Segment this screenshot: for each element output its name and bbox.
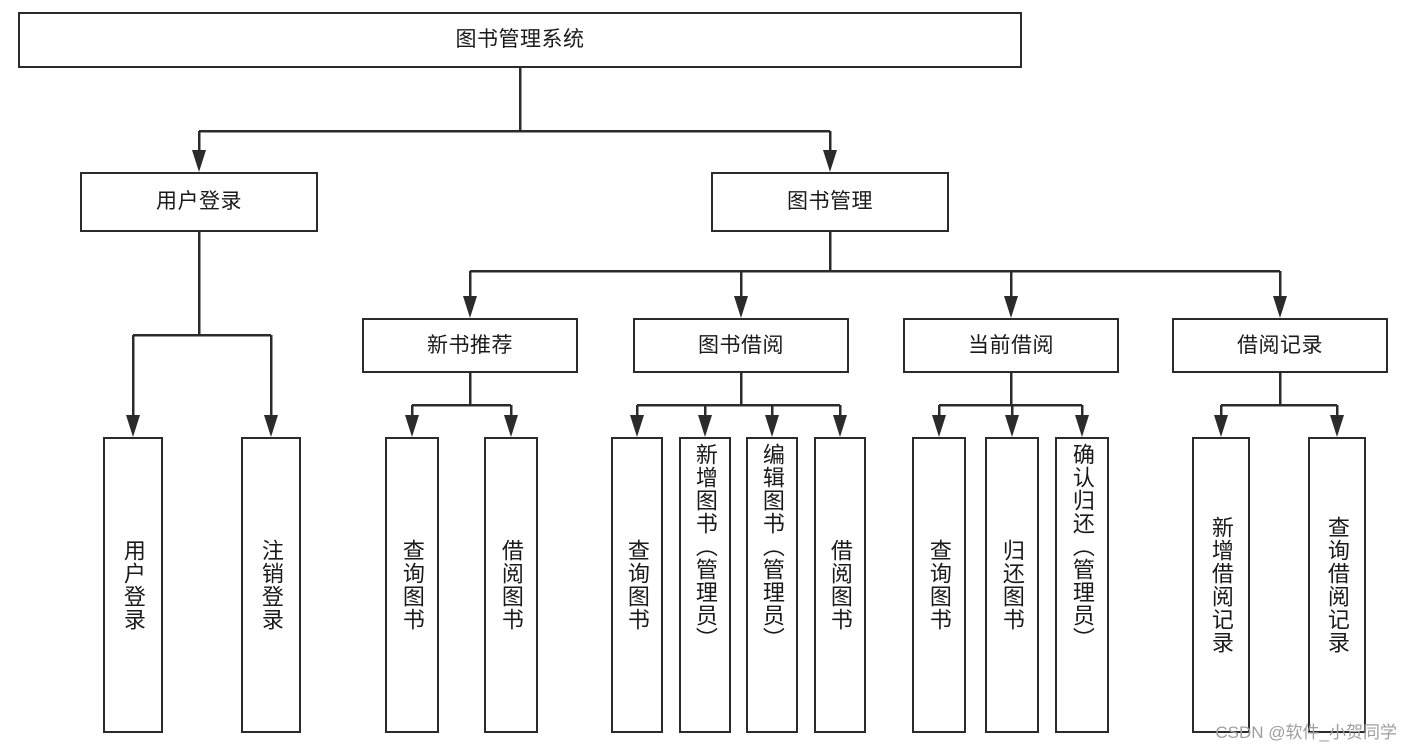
node-label-book-manage: 图书管理 — [787, 190, 873, 214]
node-label-new-book-rec: 新书推荐 — [427, 333, 513, 357]
node-book-borrow[interactable]: 图书借阅 — [633, 318, 849, 373]
arrowhead-leaf-borrow-book — [833, 415, 847, 437]
node-leaf-logout[interactable]: 注销登录 — [241, 437, 301, 733]
node-label-borrow-record: 借阅记录 — [1237, 333, 1323, 357]
node-label-leaf-logout: 注销登录 — [258, 539, 284, 631]
node-leaf-query-book-rec[interactable]: 查询图书 — [385, 437, 439, 733]
arrowhead-leaf-add-record — [1214, 415, 1228, 437]
node-leaf-query-record[interactable]: 查询借阅记录 — [1308, 437, 1366, 733]
node-label-leaf-add-book: 新增图书（管理员） — [692, 443, 718, 650]
arrowhead-leaf-return-book — [1005, 415, 1019, 437]
arrowhead-user-login — [192, 150, 206, 172]
arrowhead-leaf-confirm-return — [1075, 415, 1089, 437]
node-new-book-rec[interactable]: 新书推荐 — [362, 318, 578, 373]
node-label-leaf-user-login: 用户登录 — [120, 539, 146, 631]
node-leaf-add-book[interactable]: 新增图书（管理员） — [679, 437, 731, 733]
node-leaf-add-record[interactable]: 新增借阅记录 — [1192, 437, 1250, 733]
arrowhead-leaf-query-book-borrow — [630, 415, 644, 437]
node-label-leaf-borrow-book: 借阅图书 — [827, 539, 853, 631]
node-leaf-return-book[interactable]: 归还图书 — [985, 437, 1039, 733]
node-label-root: 图书管理系统 — [455, 28, 585, 52]
node-leaf-borrow-book[interactable]: 借阅图书 — [814, 437, 866, 733]
arrowhead-book-borrow — [734, 296, 748, 318]
node-leaf-edit-book[interactable]: 编辑图书（管理员） — [746, 437, 798, 733]
arrowhead-leaf-user-login — [126, 415, 140, 437]
arrowhead-leaf-add-book — [698, 415, 712, 437]
arrowhead-leaf-borrow-book-rec — [504, 415, 518, 437]
node-borrow-record[interactable]: 借阅记录 — [1172, 318, 1388, 373]
node-label-user-login: 用户登录 — [156, 190, 242, 214]
node-leaf-borrow-book-rec[interactable]: 借阅图书 — [484, 437, 538, 733]
node-label-leaf-query-record: 查询借阅记录 — [1324, 516, 1350, 654]
node-label-leaf-edit-book: 编辑图书（管理员） — [759, 443, 785, 650]
arrowhead-leaf-logout — [264, 415, 278, 437]
node-label-leaf-confirm-return: 确认归还（管理员） — [1069, 443, 1095, 650]
node-leaf-user-login[interactable]: 用户登录 — [103, 437, 163, 733]
node-label-leaf-return-book: 归还图书 — [999, 539, 1025, 631]
node-leaf-query-book-borrow[interactable]: 查询图书 — [611, 437, 663, 733]
arrowhead-leaf-query-book-cur — [932, 415, 946, 437]
node-label-current-borrow: 当前借阅 — [968, 333, 1054, 357]
node-leaf-confirm-return[interactable]: 确认归还（管理员） — [1055, 437, 1109, 733]
node-label-book-borrow: 图书借阅 — [698, 333, 784, 357]
arrowhead-new-book-rec — [463, 296, 477, 318]
arrowhead-leaf-query-book-rec — [405, 415, 419, 437]
node-label-leaf-query-book-rec: 查询图书 — [399, 539, 425, 631]
node-label-leaf-query-book-cur: 查询图书 — [926, 539, 952, 631]
arrowhead-borrow-record — [1273, 296, 1287, 318]
node-root[interactable]: 图书管理系统 — [18, 12, 1022, 68]
node-user-login[interactable]: 用户登录 — [80, 172, 318, 232]
node-label-leaf-borrow-book-rec: 借阅图书 — [498, 539, 524, 631]
watermark-text: CSDN @软件_小贺同学 — [1215, 723, 1397, 742]
arrowhead-leaf-edit-book — [765, 415, 779, 437]
node-book-manage[interactable]: 图书管理 — [711, 172, 949, 232]
arrowhead-leaf-query-record — [1330, 415, 1344, 437]
node-label-leaf-add-record: 新增借阅记录 — [1208, 516, 1234, 654]
arrowhead-current-borrow — [1004, 296, 1018, 318]
node-label-leaf-query-book-borrow: 查询图书 — [624, 539, 650, 631]
arrowhead-book-manage — [823, 150, 837, 172]
node-current-borrow[interactable]: 当前借阅 — [903, 318, 1119, 373]
node-leaf-query-book-cur[interactable]: 查询图书 — [912, 437, 966, 733]
